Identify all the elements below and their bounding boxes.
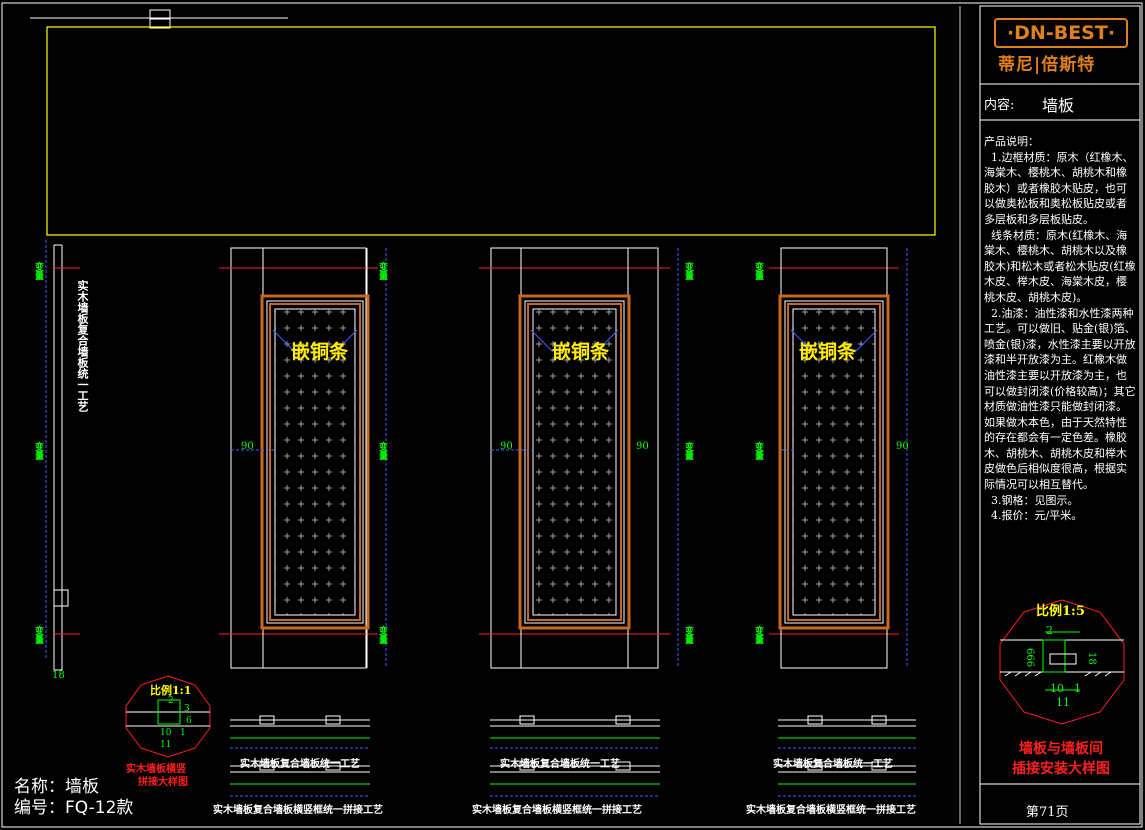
- scale-label-small: 比例1:1: [150, 684, 192, 697]
- big-dim-11: 11: [1056, 696, 1070, 709]
- small-dim-3: 3: [184, 704, 190, 714]
- side-dim-var-bottom: 变量: [33, 626, 43, 644]
- panel2-dim-mid: 变量: [683, 442, 693, 460]
- small-dim-11: 11: [160, 740, 172, 750]
- wall-panel-1: [219, 247, 387, 669]
- caption-6: 实木墙板复合墙板横竖框统一拼接工艺: [746, 805, 916, 816]
- caption-4: 实木墙板复合墙板横竖框统一拼接工艺: [472, 805, 642, 816]
- side-section-title: 实木墙板复合墙板统一工艺: [76, 280, 89, 412]
- top-plan-outline: [46, 26, 936, 236]
- panel2-dim-bottom: 变量: [683, 626, 693, 644]
- dim-90-3: 90: [636, 441, 649, 452]
- big-dim-10: 10: [1050, 682, 1064, 695]
- inlay-label-1: 嵌铜条: [291, 341, 349, 363]
- content-value: 墙板: [1042, 96, 1075, 115]
- inlay-label-3: 嵌铜条: [799, 341, 857, 363]
- small-dim-2: 2: [168, 696, 174, 706]
- caption-5: 实木墙板复合墙板统一工艺: [773, 759, 893, 770]
- dim-90-4: 90: [896, 441, 909, 452]
- section-detail-2: [490, 715, 660, 797]
- small-dim-1: 1: [180, 728, 186, 738]
- title-block: ·DN-BEST· 蒂尼|倍斯特 内容: 墙板 产品说明： 1.边框材质：原木（…: [982, 6, 1140, 824]
- side-section: [45, 240, 80, 671]
- inlay-label-2: 嵌铜条: [552, 341, 610, 363]
- small-dim-6: 6: [186, 716, 192, 726]
- panel2-dim-top: 变量: [683, 262, 693, 280]
- small-detail-title-1: 实木墙板横竖: [126, 764, 186, 775]
- brand-chinese: 蒂尼|倍斯特: [998, 55, 1096, 75]
- section-detail-3: [778, 715, 916, 797]
- drawing-code: 编号：FQ-12款: [14, 798, 134, 818]
- panel1-dim-bottom: 变量: [377, 626, 387, 644]
- big-join-detail: [999, 599, 1125, 725]
- big-dim-2: 2: [1046, 624, 1053, 637]
- side-dim-var-mid: 变量: [33, 442, 43, 460]
- wall-panel-2: [479, 247, 679, 669]
- big-dim-18: 18: [1086, 652, 1097, 665]
- side-dim-var-top: 变量: [33, 262, 43, 280]
- big-dim-1: 1: [1074, 682, 1081, 695]
- scale-label-big: 比例1:5: [1036, 604, 1085, 619]
- small-join-detail: [125, 675, 211, 758]
- small-detail-title-2: 拼接大样图: [138, 777, 188, 788]
- panel1-dim-top: 变量: [377, 262, 387, 280]
- brand-logo: ·DN-BEST·: [994, 18, 1128, 48]
- join-title-1: 墙板与墙板间: [1019, 741, 1103, 757]
- join-title-2: 插接安装大样图: [1012, 761, 1110, 777]
- small-dim-10: 10: [160, 728, 172, 738]
- page-number: 第71页: [1026, 805, 1069, 820]
- product-description: 产品说明： 1.边框材质：原木（红橡木、海棠木、樱桃木、胡桃木和橡胶木）或者橡胶…: [984, 135, 1136, 523]
- side-dim-18: 18: [52, 670, 65, 681]
- wall-panel-3: [769, 247, 908, 669]
- section-detail-1: [230, 715, 370, 797]
- content-label: 内容:: [984, 98, 1015, 113]
- dim-90-1: 90: [241, 441, 254, 452]
- panel3-dim-mid: 变量: [753, 442, 763, 460]
- panel3-dim-bottom: 变量: [753, 626, 763, 644]
- drawing-name: 名称：墙板: [14, 777, 99, 797]
- caption-3: 实木墙板复合墙板统一工艺: [500, 759, 620, 770]
- title-block-border: [979, 5, 1141, 825]
- caption-2: 实木墙板复合墙板横竖框统一拼接工艺: [213, 805, 383, 816]
- panel3-dim-top: 变量: [753, 262, 763, 280]
- caption-1: 实木墙板复合墙板统一工艺: [240, 759, 360, 770]
- dim-90-2: 90: [500, 441, 513, 452]
- panel1-dim-mid: 变量: [377, 442, 387, 460]
- big-dim-666: 666: [1024, 648, 1035, 668]
